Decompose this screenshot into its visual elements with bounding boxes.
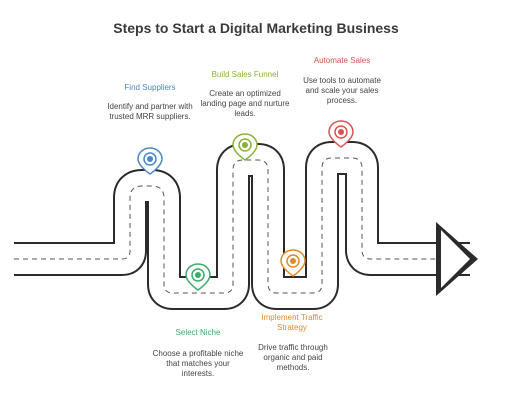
road-center-line [14, 157, 450, 294]
marker-build-sales-funnel-icon [232, 133, 258, 161]
step-title-automate-sales: Automate Sales [313, 56, 371, 65]
step-desc-find-suppliers: Identify and partner with trusted MRR su… [107, 102, 193, 121]
step-desc-select-niche: Choose a profitable niche that matches y… [152, 349, 244, 378]
step-desc-build-sales-funnel: Create an optimized landing page and nur… [200, 89, 290, 118]
marker-implement-traffic-icon [280, 249, 306, 277]
step-desc-automate-sales: Use tools to automate and scale your sal… [303, 76, 381, 105]
step-desc-implement-traffic: Drive traffic through organic and paid m… [258, 343, 328, 372]
step-title-find-suppliers: Find Suppliers [124, 83, 176, 92]
marker-find-suppliers-icon [137, 147, 163, 175]
step-title-implement-traffic: Implement Traffic Strategy [261, 313, 323, 332]
page-title: Steps to Start a Digital Marketing Busin… [113, 20, 399, 36]
step-title-select-niche: Select Niche [175, 328, 221, 337]
step-title-build-sales-funnel: Build Sales Funnel [211, 70, 279, 79]
road-surface [14, 143, 470, 308]
marker-automate-sales-icon [328, 120, 354, 148]
marker-select-niche-icon [185, 263, 211, 291]
